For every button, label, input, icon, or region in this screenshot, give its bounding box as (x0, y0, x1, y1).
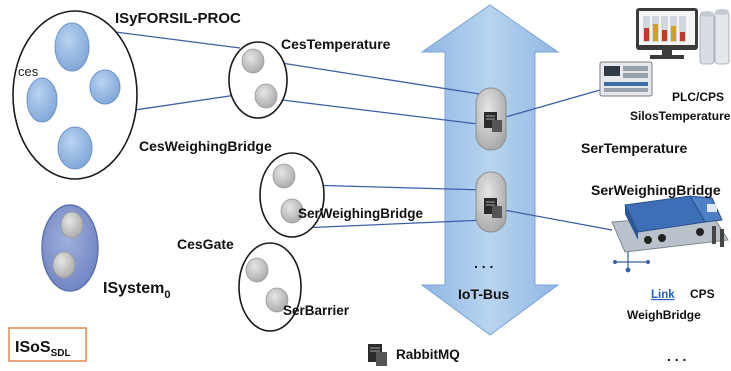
rabbitmq-label: RabbitMQ (396, 347, 460, 362)
bus-node-temperature (475, 87, 507, 151)
link-label[interactable]: Link (651, 289, 675, 301)
ces-weighing-bridge-label: CesWeighingBridge (139, 138, 272, 154)
server-icon (484, 112, 502, 132)
ces-service-right (89, 69, 121, 105)
cps-label: CPS (690, 287, 715, 301)
ces-temperature-label: CesTemperature (281, 36, 391, 52)
isos-label: ISoSSDL (15, 339, 71, 359)
ces-label: ces (18, 64, 39, 79)
isyforsil-proc-group (12, 10, 138, 180)
iot-bus-label: IoT-Bus (458, 286, 510, 302)
ces-gate-group (238, 242, 302, 332)
plc-cps-label: PLC/CPS (672, 90, 724, 104)
ces-service-left (26, 77, 58, 123)
weigh-bridge-label: WeighBridge (627, 308, 701, 322)
bus-ellipsis: . . . (474, 255, 493, 271)
isystem-label: ISystem0 (103, 280, 171, 301)
ces-weighing-bridge-group (259, 152, 325, 238)
isystem-main: ISystem (103, 280, 164, 297)
ser-weighing-bridge-right-label: SerWeighingBridge (591, 182, 721, 198)
server-icon (484, 198, 502, 218)
silos-temperature-label: SilosTemperature (630, 109, 731, 123)
bottom-ellipsis: . . . (667, 348, 686, 364)
silo-plc-icon (599, 8, 730, 97)
isos-subscript: SDL (51, 348, 71, 359)
rabbitmq-icon (368, 344, 387, 366)
truck-weighbridge-icon (611, 195, 729, 273)
isos-box (8, 327, 87, 362)
isyforsil-proc-label: ISyFORSIL-PROC (115, 10, 241, 27)
bus-node-weighing (475, 171, 507, 233)
ser-barrier-label: SerBarrier (283, 303, 350, 318)
ces-service-top (54, 22, 90, 72)
ser-temperature-label: SerTemperature (581, 140, 688, 156)
isos-main: ISoS (15, 339, 51, 356)
ser-weighing-bridge-inner-label: SerWeighingBridge (298, 206, 424, 221)
ces-temperature-group (228, 41, 288, 119)
connector-lines (99, 29, 629, 231)
ces-gate-label: CesGate (177, 236, 234, 252)
isystem-group (41, 204, 99, 292)
iot-bus-arrow (420, 4, 560, 336)
isystem-subscript: 0 (164, 289, 170, 301)
ces-service-bottom (57, 126, 93, 170)
